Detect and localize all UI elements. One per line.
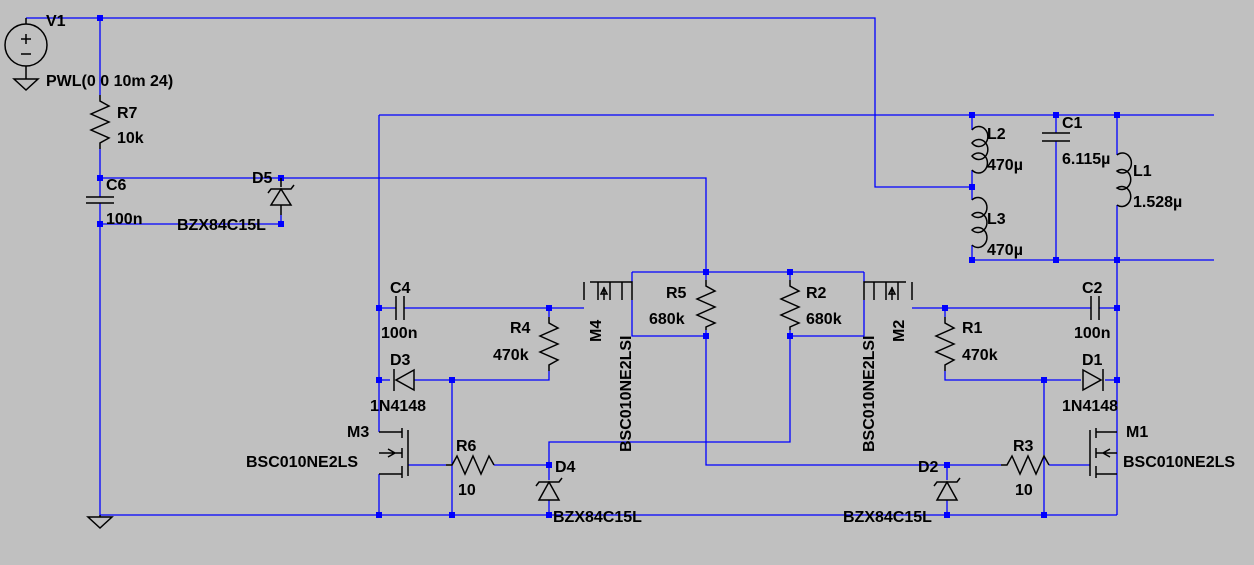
label-r1-name: R1 bbox=[962, 320, 983, 337]
label-m3-value: BSC010NE2LS bbox=[246, 454, 358, 471]
voltage-source-v1[interactable] bbox=[4, 18, 48, 67]
inductor-l1[interactable] bbox=[1115, 152, 1133, 208]
label-m3-name: M3 bbox=[347, 424, 369, 441]
label-d4-name: D4 bbox=[555, 459, 576, 476]
label-d2-value: BZX84C15L bbox=[843, 509, 932, 526]
label-c4-value: 100n bbox=[381, 325, 417, 342]
label-r4-value: 470k bbox=[493, 347, 529, 364]
mosfet-m3[interactable] bbox=[379, 428, 409, 478]
label-d3-name: D3 bbox=[390, 352, 411, 369]
zener-diode-d2[interactable] bbox=[933, 477, 961, 501]
label-d4-value: BZX84C15L bbox=[553, 509, 642, 526]
resistor-r3[interactable] bbox=[1001, 454, 1050, 476]
resistor-r1[interactable] bbox=[934, 317, 956, 371]
label-r4-name: R4 bbox=[510, 320, 531, 337]
label-c2-name: C2 bbox=[1082, 280, 1103, 297]
mosfet-m2[interactable] bbox=[863, 281, 913, 300]
label-v1-name: V1 bbox=[46, 13, 66, 30]
label-d2-name: D2 bbox=[918, 459, 939, 476]
label-d1-name: D1 bbox=[1082, 352, 1103, 369]
resistor-r5[interactable] bbox=[695, 280, 717, 330]
label-r3-name: R3 bbox=[1013, 438, 1034, 455]
label-r6-name: R6 bbox=[456, 438, 477, 455]
label-r5-name: R5 bbox=[666, 285, 687, 302]
label-v1-value: PWL(0 0 10m 24) bbox=[46, 73, 173, 90]
resistor-r2[interactable] bbox=[779, 280, 801, 330]
diode-d3[interactable] bbox=[393, 368, 415, 392]
label-r2-value: 680k bbox=[806, 311, 842, 328]
label-r7-name: R7 bbox=[117, 105, 138, 122]
label-c2-value: 100n bbox=[1074, 325, 1110, 342]
label-c1-value: 6.115µ bbox=[1062, 151, 1110, 168]
label-l3-value: 470µ bbox=[987, 242, 1023, 259]
label-r1-value: 470k bbox=[962, 347, 998, 364]
label-m2-value: BSC010NE2LSI bbox=[861, 336, 878, 453]
label-c1-name: C1 bbox=[1062, 115, 1083, 132]
label-l2-name: L2 bbox=[987, 126, 1006, 143]
label-m1-name: M1 bbox=[1126, 424, 1148, 441]
label-m4-name: M4 bbox=[588, 320, 605, 342]
label-m1-value: BSC010NE2LS bbox=[1123, 454, 1235, 471]
label-d1-value: 1N4148 bbox=[1062, 398, 1118, 415]
label-l1-value: 1.528µ bbox=[1133, 194, 1182, 211]
diode-d1[interactable] bbox=[1082, 368, 1104, 392]
label-l3-name: L3 bbox=[987, 211, 1006, 228]
label-c4-name: C4 bbox=[390, 280, 411, 297]
resistor-r6[interactable] bbox=[446, 454, 495, 476]
inductor-l3[interactable] bbox=[970, 196, 988, 249]
resistor-r4[interactable] bbox=[538, 317, 560, 371]
component-labels: V1 PWL(0 0 10m 24) R7 10k C6 100n D5 BZX… bbox=[46, 13, 1235, 526]
label-r6-value: 10 bbox=[458, 482, 476, 499]
capacitor-c4[interactable] bbox=[395, 296, 405, 320]
label-c6-value: 100n bbox=[106, 211, 142, 228]
label-m4-value: BSC010NE2LSI bbox=[618, 336, 635, 453]
label-d5-value: BZX84C15L bbox=[177, 217, 266, 234]
wires bbox=[26, 17, 1214, 516]
label-c6-name: C6 bbox=[106, 177, 127, 194]
mosfet-m4[interactable] bbox=[583, 281, 633, 300]
label-m2-name: M2 bbox=[891, 320, 908, 342]
label-r3-value: 10 bbox=[1015, 482, 1033, 499]
label-d3-value: 1N4148 bbox=[370, 398, 426, 415]
inductor-l2[interactable] bbox=[971, 125, 989, 174]
ground-symbol-main bbox=[86, 515, 114, 530]
zener-diode-d4[interactable] bbox=[535, 477, 563, 501]
capacitor-c6[interactable] bbox=[86, 196, 114, 204]
ground-symbol-source bbox=[12, 66, 40, 92]
label-l2-value: 470µ bbox=[987, 157, 1023, 174]
capacitor-c1[interactable] bbox=[1042, 132, 1070, 142]
mosfet-m1[interactable] bbox=[1089, 428, 1117, 478]
label-r7-value: 10k bbox=[117, 130, 144, 147]
resistor-r7[interactable] bbox=[89, 95, 111, 149]
capacitor-c2[interactable] bbox=[1090, 296, 1100, 320]
zener-diode-d5[interactable] bbox=[267, 178, 295, 215]
label-l1-name: L1 bbox=[1133, 163, 1152, 180]
label-r5-value: 680k bbox=[649, 311, 685, 328]
label-d5-name: D5 bbox=[252, 170, 273, 187]
label-r2-name: R2 bbox=[806, 285, 827, 302]
